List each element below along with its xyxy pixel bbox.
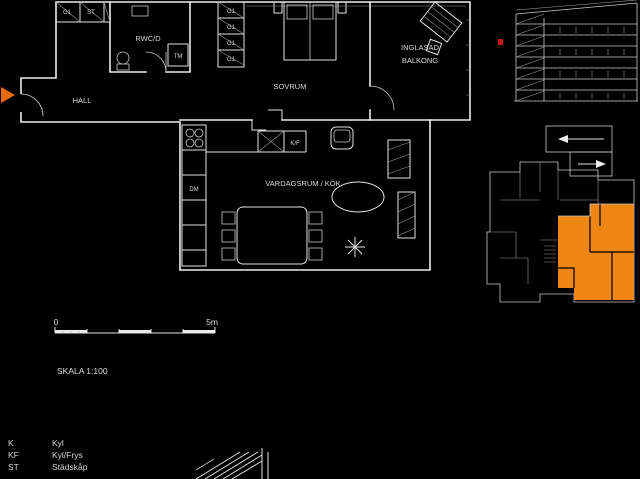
label-closet-st: ST [87, 10, 95, 16]
label-inglasad: INGLASAD [401, 43, 440, 52]
armchair [330, 126, 354, 150]
scalebar-caption: SKALA 1:100 [57, 366, 108, 376]
label-tm: TM [174, 54, 183, 60]
orientation-arrows [545, 125, 613, 177]
oval-table [331, 181, 385, 213]
pillow [312, 4, 334, 20]
adjacent-plan-fragment [195, 448, 269, 479]
label-vardagsrum: VARDAGSRUM / KÖK [265, 179, 340, 188]
label-wardrobe-g1-2: G1 [227, 25, 236, 31]
scalebar-zero: 0 [54, 317, 59, 327]
label-wardrobe-g1-3: G1 [227, 41, 236, 47]
legend: K Kyl KF Kyl/Frys ST Städskåp [8, 438, 88, 472]
label-wardrobe-g1-4: G1 [227, 57, 236, 63]
bedside-table [273, 1, 283, 14]
label-sovrum: SOVRUM [274, 82, 307, 91]
key-plan [486, 161, 635, 303]
pillow [286, 4, 308, 20]
legend-label-stadskap: Städskåp [52, 462, 88, 472]
label-rwcd: RWC/D [135, 34, 161, 43]
arrow-left-icon [558, 135, 604, 143]
label-wardrobe-g1-1: G1 [227, 9, 236, 15]
legend-label-kyl: Kyl [52, 438, 64, 448]
hall-closets [55, 1, 111, 23]
legend-abbr-kf: KF [8, 450, 19, 460]
legend-abbr-st: ST [8, 462, 19, 472]
bathroom [109, 1, 191, 73]
red-marker [498, 39, 503, 45]
label-kf: K/F [290, 141, 300, 147]
outer-walls [20, 1, 471, 271]
scalebar-5m: 5m [206, 317, 218, 327]
kitchen-cabinets [181, 124, 207, 267]
washing-machine [167, 43, 189, 67]
arrow-right-icon [578, 160, 606, 168]
label-closet-g1: G1 [63, 10, 72, 16]
label-dm: DM [189, 187, 198, 193]
legend-abbr-k: K [8, 438, 14, 448]
toilet [116, 51, 130, 65]
stairs [544, 245, 556, 263]
kitchen-counter [206, 130, 307, 153]
sliding-door [251, 109, 283, 131]
label-balkong: BALKONG [402, 56, 438, 65]
building-elevation [498, 0, 638, 102]
antenna-symbol [345, 237, 365, 257]
dining-table-with-chairs [221, 206, 323, 265]
entry-door-arc [20, 93, 44, 117]
hatched-bench [387, 139, 411, 179]
window-lines [246, 5, 470, 96]
entrance-arrow-icon [1, 87, 15, 103]
bed [273, 1, 347, 61]
entry-opening [19, 94, 24, 112]
label-hall: HALL [73, 96, 92, 105]
apartment-plan: G1 ST RWC/D TM G1 G1 G1 G1 SOVRUM INGLAS… [1, 1, 471, 271]
legend-label-kylfrys: Kyl/Frys [52, 450, 83, 460]
balcony-door-arc [369, 85, 395, 111]
wardrobes [217, 1, 245, 68]
sink [131, 5, 149, 17]
toilet-tank [116, 63, 130, 71]
balcony-furniture [419, 1, 463, 56]
bedside-table [337, 1, 347, 14]
scale-bar: 0 5m SKALA 1:100 [54, 317, 218, 376]
hatched-wardrobe [397, 191, 416, 239]
